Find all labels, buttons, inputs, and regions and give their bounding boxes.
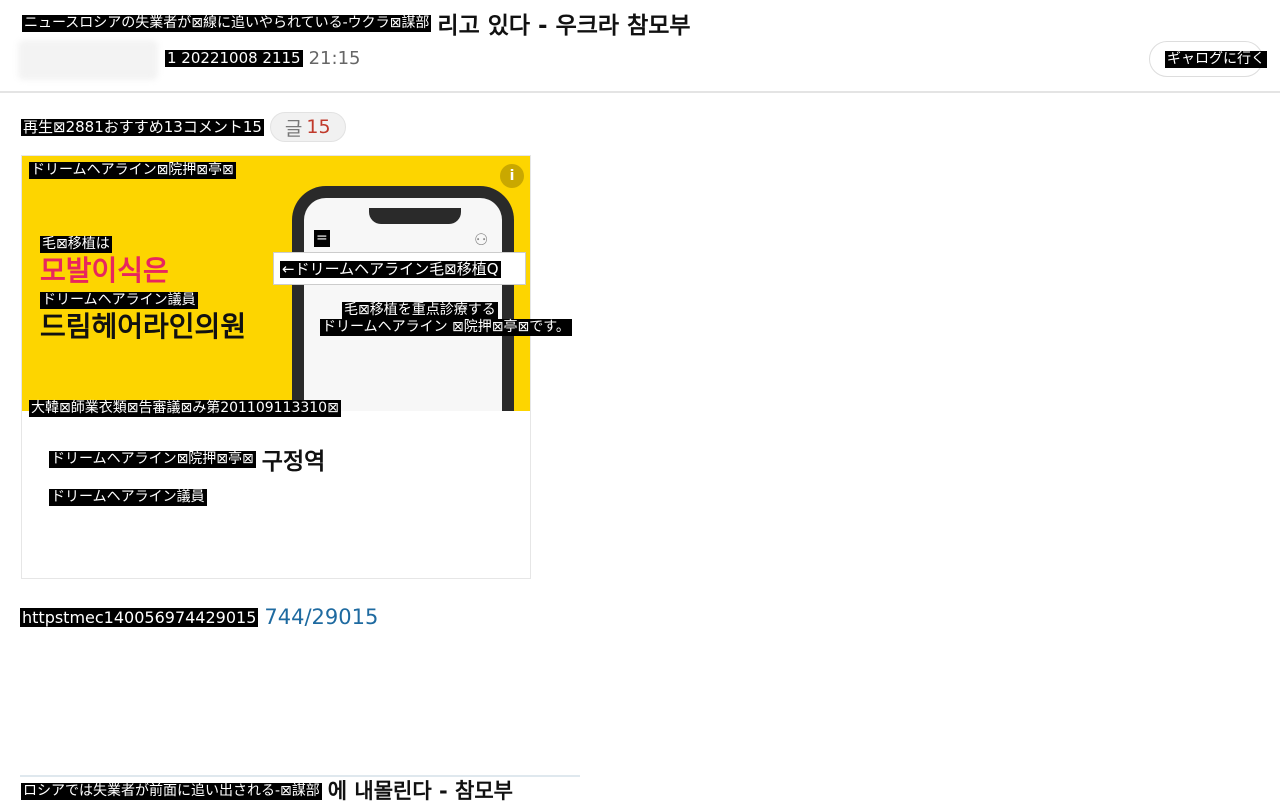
ad-brand-translation: ドリームヘアライン⊠院押⊠亭⊠ bbox=[29, 162, 236, 179]
post-time: 21:15 bbox=[308, 48, 361, 69]
header-divider bbox=[0, 91, 1280, 93]
post-link-text[interactable]: 744/29015 bbox=[264, 605, 379, 629]
ad-phone-text-1: 毛⊠移植を重点診療する bbox=[342, 302, 498, 319]
ad-card-title: ドリームヘアライン⊠院押⊠亭⊠ 구정역 bbox=[49, 442, 325, 476]
ad-headline-2-translation: ドリームヘアライン議員 bbox=[40, 292, 198, 309]
post-meta: 1 20221008 2115 21:15 bbox=[165, 48, 360, 69]
next-title-translation: ロシアでは失業者が前面に追い出される-⊠謀部 bbox=[21, 782, 322, 800]
ad-image[interactable]: ⚇ i ドリームヘアライン⊠院押⊠亭⊠ 毛⊠移植は 모발이식은 ドリームヘアライ… bbox=[22, 156, 530, 411]
ad-search-translation: ←ドリームヘアライン毛⊠移植Q bbox=[280, 260, 501, 278]
author-avatar bbox=[18, 40, 158, 80]
ad-card-title-text: 구정역 bbox=[261, 449, 326, 475]
ad-headline-1: 모발이식은 bbox=[40, 254, 169, 287]
post-stats-translation: 再生⊠2881おすすめ13コメント15 bbox=[21, 117, 264, 136]
ad-card[interactable]: ⚇ i ドリームヘアライン⊠院押⊠亭⊠ 毛⊠移植は 모발이식은 ドリームヘアライ… bbox=[21, 155, 531, 579]
ad-license-translation: 大韓⊠師業衣類⊠告審議⊠み第201109113310⊠ bbox=[29, 400, 341, 417]
go-to-gallery-label[interactable]: ギャログに行く bbox=[1165, 51, 1267, 68]
info-icon[interactable]: i bbox=[500, 164, 524, 188]
post-title: ニュースロシアの失業者が⊠線に追いやられている-ウクラ⊠謀部 리고 있다 - 우… bbox=[22, 6, 691, 40]
add-user-icon: ⚇ bbox=[474, 230, 489, 249]
menu-icon: = bbox=[314, 230, 330, 247]
post-title-text: 리고 있다 - 우크라 참모부 bbox=[437, 13, 691, 39]
ad-headline-1-translation: 毛⊠移植は bbox=[40, 236, 112, 253]
ad-phone-text-2: ドリームヘアライン ⊠院押⊠亭⊠です。 bbox=[320, 319, 572, 336]
embed-divider bbox=[20, 775, 580, 777]
post-date-translation: 1 20221008 2115 bbox=[165, 49, 303, 67]
comment-count-button[interactable]: 글 15 bbox=[269, 112, 346, 142]
phone-illustration: ⚇ bbox=[292, 186, 514, 411]
comment-count: 15 bbox=[306, 116, 331, 138]
ad-headline-2: 드림헤어라인의원 bbox=[40, 310, 247, 343]
post-stats: 再生⊠2881おすすめ13コメント15 글 15 bbox=[21, 112, 346, 142]
post-link-translation[interactable]: httpstmec140056974429015 bbox=[20, 607, 259, 627]
comment-label: 글 bbox=[284, 117, 303, 140]
next-title-row: ロシアでは失業者が前面に追い出される-⊠謀部 에 내몰린다 - 참모부 bbox=[21, 779, 513, 803]
ad-card-title-translation: ドリームヘアライン⊠院押⊠亭⊠ bbox=[49, 450, 256, 468]
ad-card-subtitle-translation: ドリームヘアライン議員 bbox=[49, 489, 207, 506]
post-link[interactable]: httpstmec140056974429015 744/29015 bbox=[20, 605, 378, 629]
post-title-translation: ニュースロシアの失業者が⊠線に追いやられている-ウクラ⊠謀部 bbox=[22, 14, 432, 32]
next-title: 에 내몰린다 - 참모부 bbox=[327, 779, 513, 803]
